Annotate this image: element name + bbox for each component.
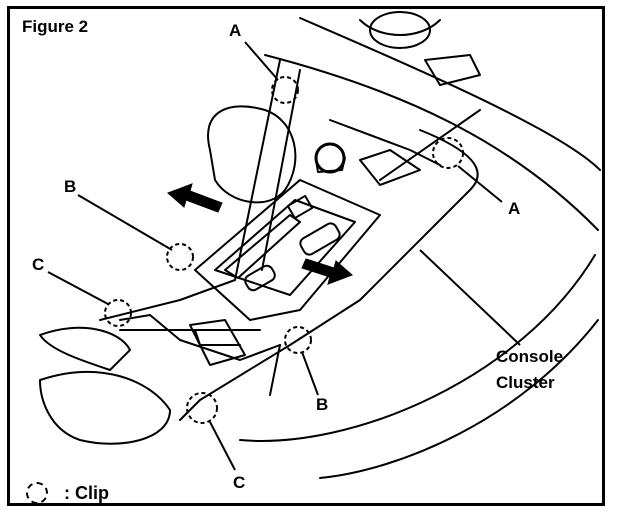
leader-b-bottom <box>301 351 319 396</box>
clip-b-left <box>166 243 194 271</box>
leader-a-right <box>457 165 503 203</box>
clip-legend-label: : Clip <box>64 483 109 503</box>
clip-legend-icon <box>26 482 48 504</box>
clip-c-left <box>104 299 132 327</box>
dial-knob <box>314 142 346 174</box>
column-upper <box>359 19 441 36</box>
column-panel <box>424 54 481 86</box>
gate-detail-3 <box>286 194 314 220</box>
gate-detail-1 <box>299 222 341 256</box>
figure-frame <box>7 6 605 506</box>
callout-console-line1: Console <box>496 347 564 366</box>
panel-face-edge <box>329 119 441 166</box>
console-outer-curve-2 <box>264 54 599 231</box>
panel-left-edge-2 <box>261 69 301 271</box>
cubby-lid <box>189 319 246 366</box>
callout-b-left: B <box>64 177 77 196</box>
callout-a-right: A <box>508 199 521 218</box>
leader-console <box>419 249 521 346</box>
trim-line-2 <box>269 344 281 396</box>
arrow-left <box>167 183 223 213</box>
figure-title: Figure 2 <box>22 17 89 36</box>
callout-console-line2: Cluster <box>496 373 555 392</box>
leader-b-left <box>77 194 173 251</box>
clip-c-bottom <box>186 392 218 424</box>
trim-line-3 <box>379 109 481 181</box>
console-lower-curve <box>239 254 596 442</box>
lower-tray <box>39 326 131 371</box>
clip-a-right <box>432 137 464 169</box>
shift-gate-inner <box>214 199 356 296</box>
console-outer-curve <box>299 17 601 171</box>
shift-knob <box>207 105 297 204</box>
arrow-right <box>301 258 353 285</box>
callout-a-top: A <box>229 21 242 40</box>
callout-c-bottom: C <box>233 473 246 492</box>
lower-bay <box>39 371 171 445</box>
dial-knob-base <box>315 157 346 173</box>
clip-a-top <box>271 76 299 104</box>
leader-c-bottom <box>209 421 236 471</box>
leader-a-top <box>244 41 279 81</box>
panel-lower-edge <box>119 314 281 361</box>
callout-b-bottom: B <box>316 395 329 414</box>
column-ring <box>369 11 431 49</box>
panel-left-edge <box>99 59 281 321</box>
shift-gate-plate <box>194 179 381 321</box>
gate-detail-2 <box>244 264 276 292</box>
clip-b-bottom <box>284 326 312 354</box>
leader-c-left <box>47 271 109 305</box>
cubby-lid-front <box>194 329 241 346</box>
callout-c-left: C <box>32 255 45 274</box>
shift-slot <box>224 214 301 279</box>
switch-bracket <box>359 149 421 186</box>
console-bottom-curve <box>319 319 599 479</box>
